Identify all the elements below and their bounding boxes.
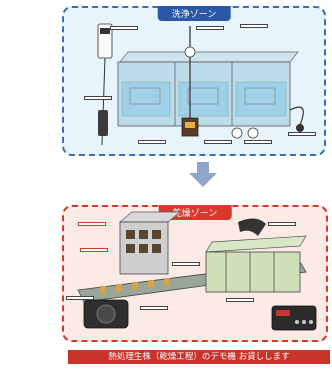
sensor-module bbox=[98, 110, 108, 136]
gauge-dial-icon bbox=[231, 127, 243, 139]
wash-label-upper-left bbox=[110, 26, 138, 30]
wash-label-right bbox=[288, 132, 316, 136]
wash-label-bottom-c bbox=[244, 140, 272, 144]
dry-label-bottom-center bbox=[140, 306, 168, 310]
washing-zone-title: 洗浄ゾーン bbox=[157, 6, 231, 21]
dry-label-bottom-left bbox=[66, 296, 94, 300]
demo-rental-banner: 熱処理生株（乾燥工程）のデモ機 お貸しします bbox=[68, 350, 330, 364]
gauge-dial-icon bbox=[247, 127, 259, 139]
dry-label-mid-left bbox=[80, 248, 108, 252]
dry-label-upper-left bbox=[78, 222, 106, 226]
wash-label-bottom-a bbox=[138, 140, 166, 144]
dry-label-bottom-right bbox=[226, 298, 254, 302]
down-arrow-icon bbox=[189, 162, 217, 187]
dry-label-right-upper bbox=[268, 222, 296, 226]
wash-label-upper-mid bbox=[196, 26, 224, 30]
pump-icon bbox=[296, 124, 304, 132]
hot-air-blower-icon bbox=[238, 218, 266, 236]
heat-chamber bbox=[205, 251, 301, 293]
wash-label-left-mid bbox=[84, 96, 112, 100]
dry-label-center bbox=[172, 262, 200, 266]
wash-label-bottom-b bbox=[204, 140, 232, 144]
control-panel bbox=[271, 305, 317, 331]
wash-label-heater bbox=[240, 24, 268, 28]
drying-zone-title: 乾燥ゾーン bbox=[158, 205, 232, 220]
